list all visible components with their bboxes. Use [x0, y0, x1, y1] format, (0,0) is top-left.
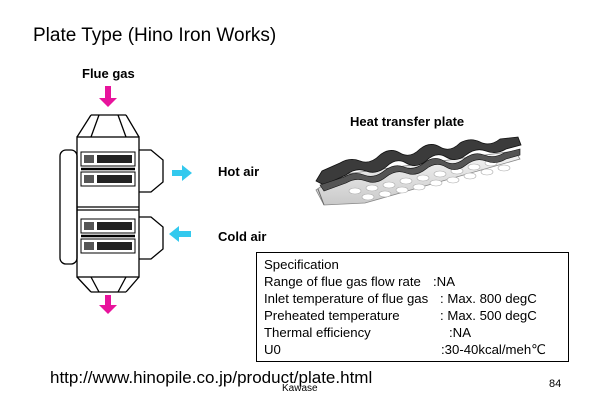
spec-label-u0: U0 [264, 342, 281, 357]
top-hood [76, 114, 140, 138]
specification-heading: Specification [264, 257, 339, 272]
spec-label-preheated-temperature: Preheated temperature [264, 308, 400, 323]
plate-pack-lower [80, 218, 136, 254]
spec-value-preheated-temperature: : Max. 500 degC [440, 308, 537, 323]
hot-air-arrow [172, 165, 192, 181]
hot-air-label: Hot air [218, 164, 260, 179]
exchanger-body [59, 136, 164, 278]
heat-exchanger-diagram [59, 86, 192, 314]
flue-gas-inlet-arrow [99, 86, 117, 107]
plate-pack-upper [80, 151, 136, 187]
cold-air-arrow [169, 226, 191, 242]
cold-air-label: Cold air [218, 229, 267, 244]
spec-label-flow-rate: Range of flue gas flow rate [264, 274, 421, 289]
product-url: http://www.hinopile.co.jp/product/plate.… [50, 368, 373, 387]
flue-gas-label: Flue gas [82, 66, 135, 81]
spec-label-thermal-efficiency: Thermal efficiency [264, 325, 371, 340]
spec-value-u0: :30-40kcal/meh℃ [441, 342, 546, 357]
specification-box: Specification Range of flue gas flow rat… [256, 252, 569, 362]
slide-title: Plate Type (Hino Iron Works) [33, 25, 277, 46]
footer-author: Kawase [282, 383, 318, 394]
spec-label-inlet-temperature: Inlet temperature of flue gas [264, 291, 429, 306]
spec-value-flow-rate: :NA [433, 274, 455, 289]
bottom-hood [76, 276, 140, 293]
flue-gas-outlet-arrow [99, 295, 117, 314]
page-number: 84 [549, 378, 562, 390]
heat-transfer-plate-image [315, 136, 522, 206]
spec-value-thermal-efficiency: :NA [449, 325, 471, 340]
spec-value-inlet-temperature: : Max. 800 degC [440, 291, 537, 306]
heat-transfer-plate-caption: Heat transfer plate [350, 114, 465, 129]
